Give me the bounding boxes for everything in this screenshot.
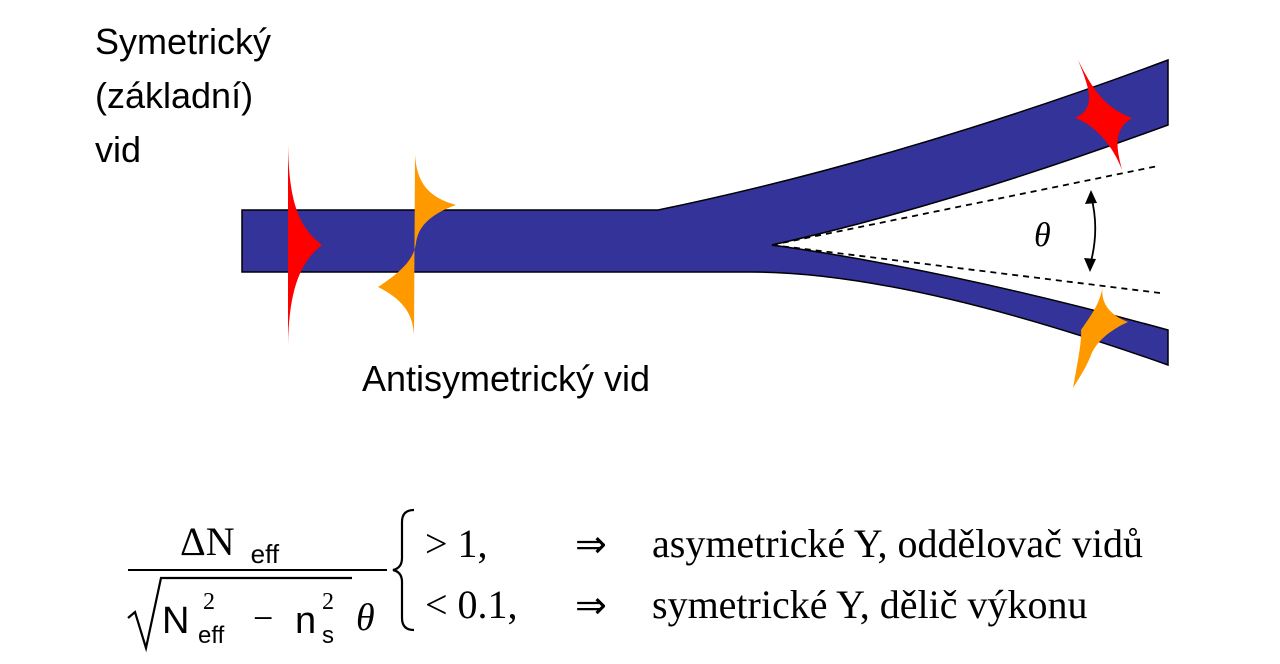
denominator-N-sub: eff	[198, 622, 225, 649]
denominator-n-sub: s	[322, 622, 334, 649]
formula-numerator: ΔN eff	[180, 519, 280, 569]
angle-arrow-top	[1085, 190, 1097, 204]
formula: ΔN eff N 2 eff − n 2 s θ > 1, ⇒ asymetri…	[127, 508, 1143, 653]
angle-arrow-bottom	[1084, 258, 1096, 272]
denominator-n-sup: 2	[322, 589, 334, 615]
angle-arc	[1089, 195, 1097, 266]
denominator-minus: −	[253, 598, 273, 638]
case2-condition: < 0.1,	[425, 582, 518, 627]
numerator-symbol: ΔN	[180, 519, 235, 564]
case2-text: symetrické Y, dělič výkonu	[652, 582, 1087, 627]
denominator-N: N	[162, 600, 189, 642]
denominator-n: n	[295, 600, 316, 642]
numerator-subscript: eff	[251, 539, 280, 569]
case1-text: asymetrické Y, oddělovač vidů	[652, 521, 1143, 566]
case1-condition: > 1,	[425, 521, 488, 566]
symmetric-mode-input	[288, 145, 322, 345]
case2-implies: ⇒	[575, 585, 607, 627]
symmetric-mode-label-line1: Symetrický	[95, 21, 272, 62]
symmetric-mode-label-line2: (základní)	[95, 75, 254, 116]
angle-theta-label: θ	[1034, 217, 1051, 254]
square-root-sign	[127, 576, 352, 653]
symmetric-mode-output	[1075, 60, 1132, 170]
symmetric-mode-label: Symetrický (základní) vid	[95, 20, 271, 182]
symmetric-mode-label-line3: vid	[95, 129, 142, 170]
case1-implies: ⇒	[575, 524, 607, 566]
antisymmetric-mode-input	[378, 155, 456, 335]
antisymmetric-mode-label: Antisymetrický vid	[362, 358, 651, 399]
y-branch-waveguide	[241, 58, 1169, 367]
antisymmetric-mode-output	[1073, 285, 1128, 388]
denominator-theta: θ	[356, 597, 375, 639]
curly-brace	[392, 508, 415, 632]
denominator-N-sup: 2	[203, 589, 215, 615]
